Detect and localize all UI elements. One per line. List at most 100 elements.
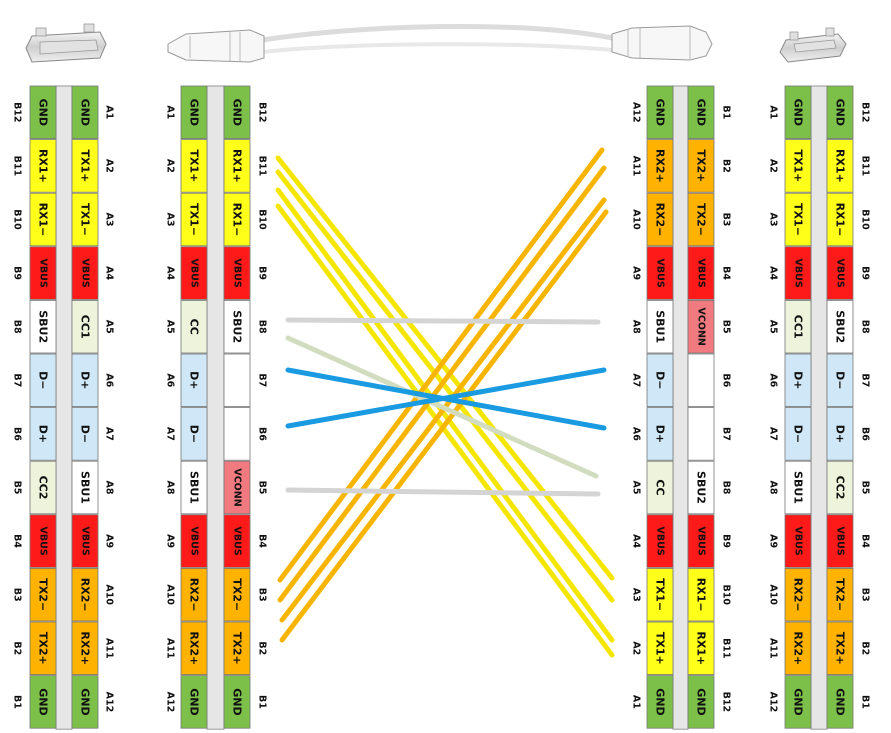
right-plug-inner-pin-number: B2: [721, 159, 732, 173]
pin-cell: [826, 621, 854, 675]
pin-label: VBUS: [835, 259, 846, 288]
pin-cell: [71, 514, 99, 568]
pin-cell: [180, 621, 208, 675]
left-plug-inner-pin-number: B1: [257, 695, 268, 709]
wire-A11-B2: [279, 209, 609, 643]
pin-cell: [784, 353, 812, 407]
left-receptacle-outer-pin-number: B5: [12, 481, 23, 495]
left-plug-outer-pin-number: A8: [165, 481, 176, 495]
right-receptacle-inner-pin-number: B9: [860, 266, 871, 280]
pin-cell: [687, 139, 715, 193]
pin-cell: [29, 675, 57, 729]
right-plug-outer-pin: SBU1: [646, 299, 674, 354]
left-plug-outer-pin-number: A5: [165, 320, 176, 334]
left-plug-inner-pin-number: B3: [257, 588, 268, 602]
pin-cell: [687, 407, 715, 461]
left-plug-inner-pin-number: B6: [257, 427, 268, 441]
left-plug-inner-pin: RX1+: [223, 139, 251, 193]
left-receptacle-inner-pin: TX1−: [71, 192, 99, 247]
pin-cell: [180, 299, 208, 354]
left-plug-outer-pin: TX1−: [180, 192, 208, 247]
right-plug-connector: GNDRX2+RX2−VBUSSBU1D−D+CCVBUSTX1−TX1+GND…: [631, 85, 732, 730]
left-receptacle-outer-pin-number: B12: [12, 102, 23, 122]
right-plug-inner-pin: TX2+: [687, 139, 715, 193]
right-plug-inner-pin: SBU2: [687, 460, 715, 515]
pin-cell: [29, 460, 57, 515]
right-plug-inner-pin: GND: [687, 85, 715, 139]
pin-label: TX2+: [834, 632, 847, 665]
right-plug-outer-pin-number: A1: [631, 695, 642, 709]
left-plug-inner-pin: [223, 407, 251, 461]
pin-label: TX2−: [37, 578, 50, 611]
left-plug-outer-pin: GND: [180, 675, 208, 729]
right-receptacle-connector: GNDTX1+TX1−VBUSCC1D+D−SBU1VBUSRX2−RX2+GN…: [768, 85, 871, 730]
wire-B10-A3: [275, 169, 615, 603]
pin-cell: [826, 675, 854, 729]
pin-label: CC2: [37, 476, 50, 500]
pin-cell: [71, 460, 99, 515]
pin-label: SBU2: [834, 310, 847, 343]
right-plug-outer-pin: CC: [646, 460, 674, 515]
cable-wires: [275, 147, 615, 658]
pin-label: GND: [834, 688, 847, 715]
pin-cell: [687, 460, 715, 515]
pin-label: D+: [79, 371, 92, 389]
pin-label: TX1+: [188, 149, 201, 182]
left-plug-outer-pin: CC: [180, 299, 208, 354]
left-receptacle-outer-pin: RX1+: [29, 139, 57, 193]
pin-label: D−: [792, 425, 805, 443]
right-receptacle-inner-pin: VBUS: [826, 514, 854, 568]
pin-cell: [646, 514, 674, 568]
pin-cell: [71, 353, 99, 407]
right-plug-inner-pin-number: B7: [721, 427, 732, 441]
left-receptacle-outer-pin: GND: [29, 675, 57, 729]
pin-cell: [180, 460, 208, 515]
right-plug-inner-pin: VBUS: [687, 514, 715, 568]
pin-label: RX2+: [792, 631, 805, 665]
right-receptacle-inner-pin-number: B5: [860, 481, 871, 495]
pin-cell: [646, 353, 674, 407]
wire-A3-B10: [275, 203, 615, 658]
left-receptacle-inner-pin-number: A4: [104, 266, 115, 280]
right-plug-outer-pin-number: A7: [631, 373, 642, 387]
pin-label: RX1−: [231, 203, 244, 237]
pin-cell: [826, 407, 854, 461]
left-receptacle-inner-pin-number: A12: [104, 692, 115, 713]
pin-cell: [826, 192, 854, 247]
right-receptacle-outer-pin-number: A5: [768, 320, 779, 334]
left-receptacle-illustration-icon: [25, 23, 107, 63]
left-plug-outer-pin: VBUS: [180, 514, 208, 568]
pin-cell: [223, 675, 251, 729]
pin-cell: [223, 85, 251, 139]
left-receptacle-outer-pin: SBU2: [29, 299, 57, 354]
left-plug-inner-pin-number: B9: [257, 266, 268, 280]
pin-label: VBUS: [696, 527, 707, 556]
pin-cell: [29, 299, 57, 354]
pin-cell: [71, 407, 99, 461]
wire-A2-B11: [275, 187, 615, 643]
pin-cell: [784, 85, 812, 139]
right-receptacle-outer-pin: TX1+: [784, 139, 812, 193]
right-receptacle-outer-pin-number: A9: [768, 534, 779, 548]
pin-cell: [71, 675, 99, 729]
right-plug-inner-pin-number: B10: [721, 584, 732, 605]
left-plug-inner-pin-number: B10: [257, 209, 268, 230]
pin-cell: [784, 460, 812, 515]
left-receptacle-inner-pin: GND: [71, 85, 99, 139]
right-plug-inner-pin-number: B9: [721, 534, 732, 548]
pin-cell: [784, 299, 812, 354]
right-receptacle-inner-pin: TX2+: [826, 621, 854, 675]
right-receptacle-outer-pin-number: A2: [768, 159, 779, 173]
left-receptacle-connector: GNDRX1+RX1−VBUSSBU2D−D+CC2VBUSTX2−TX2+GN…: [12, 85, 115, 730]
left-plug-inner-pin-number: B8: [257, 320, 268, 334]
left-plug-inner-pin: TX2−: [223, 568, 251, 622]
pin-label: RX1+: [37, 149, 50, 183]
pin-label: SBU2: [231, 310, 244, 343]
pin-cell: [646, 568, 674, 622]
wire-B11-A2: [275, 155, 615, 581]
left-receptacle-outer-pin: TX2−: [29, 568, 57, 622]
pin-cell: [826, 514, 854, 568]
left-plug-inner-pin: GND: [223, 675, 251, 729]
left-receptacle-outer-pin: RX1−: [29, 192, 57, 247]
right-plug-outer-pin-number: A12: [631, 102, 642, 123]
